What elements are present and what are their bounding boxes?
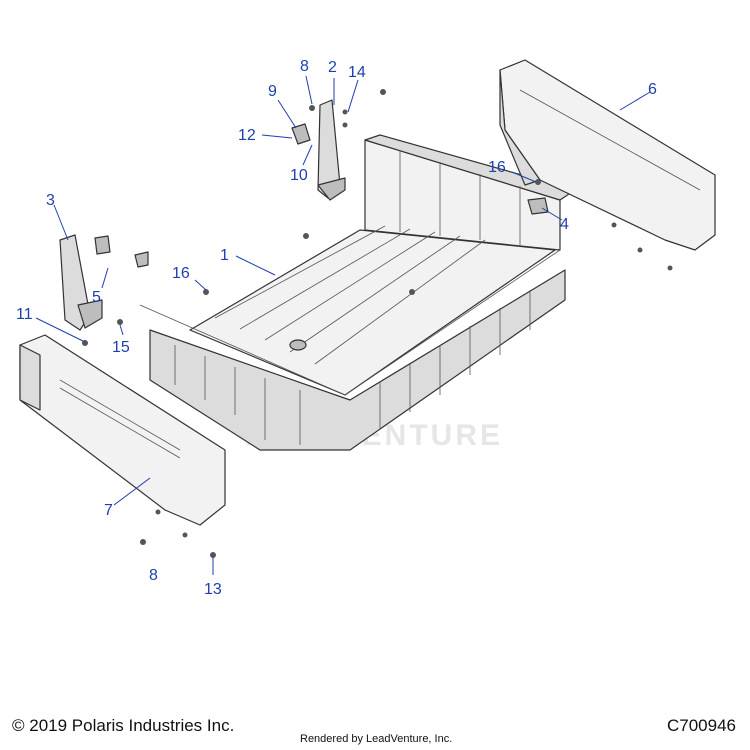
callout-labels: 1 2 3 4 5 6 7 8 8 9 10 11 12 13 14 15 16… [16, 58, 657, 598]
diagram-code: C700946 [666, 716, 736, 735]
callout-3: 3 [46, 192, 55, 209]
bracket-part-3 [59, 234, 103, 331]
callout-5: 5 [92, 289, 101, 306]
callout-6: 6 [648, 81, 657, 98]
callout-8-top: 8 [300, 58, 309, 75]
callout-9: 9 [268, 83, 277, 100]
callout-1: 1 [220, 247, 229, 264]
callout-15: 15 [112, 339, 130, 356]
callout-10: 10 [290, 167, 308, 184]
callout-14: 14 [348, 64, 366, 81]
bracket-part-2 [317, 99, 346, 201]
cargo-box-bed [139, 134, 576, 451]
callout-11: 11 [16, 306, 33, 323]
callout-16-left: 16 [172, 265, 190, 282]
left-side-panel [19, 334, 226, 526]
callout-16-right: 16 [488, 159, 506, 176]
callout-12: 12 [238, 127, 256, 144]
callout-8-bottom: 8 [149, 567, 158, 584]
callout-2: 2 [328, 59, 337, 76]
copyright-text: © 2019 Polaris Industries Inc. [12, 716, 235, 735]
callout-7: 7 [104, 502, 113, 519]
right-side-panel [499, 59, 716, 251]
callout-4: 4 [560, 216, 569, 233]
leader-lines [35, 75, 651, 575]
callout-13: 13 [204, 581, 222, 598]
rendered-by-text: Rendered by LeadVenture, Inc. [300, 733, 453, 745]
